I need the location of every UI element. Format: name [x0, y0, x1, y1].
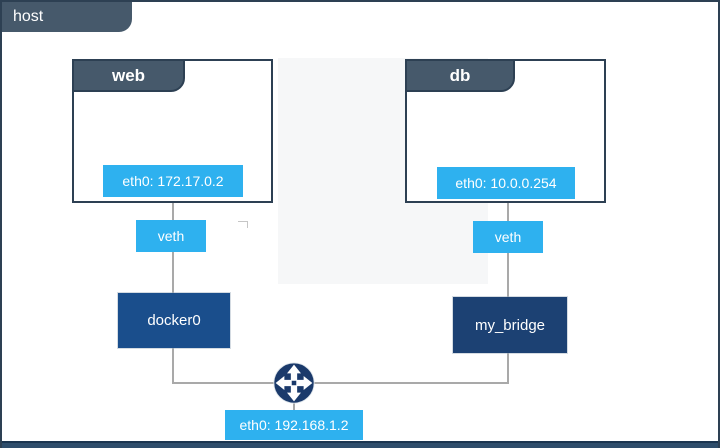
container-title-db: db — [405, 59, 515, 92]
host-label-tab: host — [2, 2, 132, 32]
container-box-web: web eth0: 172.17.0.2 — [72, 59, 273, 203]
veth-badge-web: veth — [136, 220, 206, 252]
eth-badge-host: eth0: 192.168.1.2 — [225, 410, 363, 440]
container-title-web: web — [72, 59, 185, 92]
eth-badge-db: eth0: 10.0.0.254 — [437, 167, 575, 199]
stray-mark — [238, 221, 248, 228]
container-box-db: db eth0: 10.0.0.254 — [405, 59, 606, 203]
router-icon-svg — [273, 362, 315, 404]
connector-veth-to-mybridge — [507, 253, 509, 297]
connector-docker0-down — [172, 348, 174, 384]
bottom-edge-bar — [2, 441, 718, 448]
router-icon — [273, 362, 315, 404]
connector-horizontal-bus — [172, 382, 509, 384]
veth-badge-db: veth — [473, 221, 543, 253]
eth-badge-web: eth0: 172.17.0.2 — [103, 165, 243, 197]
bridge-box-docker0: docker0 — [118, 293, 230, 348]
connector-web-to-veth — [172, 203, 174, 220]
connector-mybridge-down — [507, 353, 509, 384]
connector-db-to-veth — [507, 203, 509, 221]
connector-veth-to-docker0 — [172, 252, 174, 293]
bridge-box-my-bridge: my_bridge — [453, 297, 567, 353]
connector-router-to-hosteth — [293, 402, 295, 410]
